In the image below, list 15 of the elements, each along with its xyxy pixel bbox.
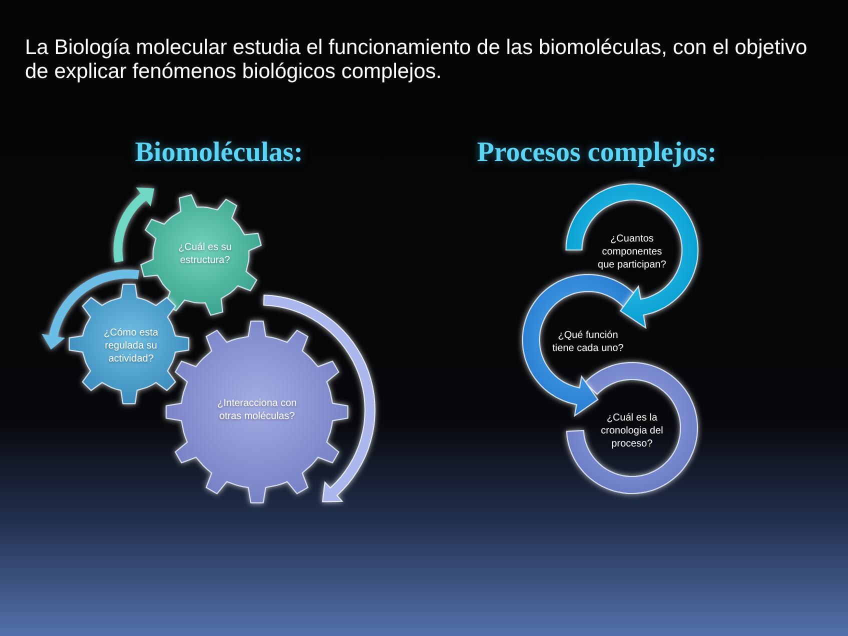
curved-arrow (114, 188, 154, 262)
gear-label: ¿Cuál es su estructura? (177, 241, 233, 267)
circular-arrow-shape (565, 183, 699, 329)
circular-arrow-shape (565, 361, 699, 495)
gear-shape (165, 320, 349, 504)
gear-shape (68, 283, 190, 405)
ring-label: ¿Cuál es la cronologia del proceso? (600, 412, 664, 450)
gear-label: ¿Cómo esta regulada su actividad? (102, 326, 160, 366)
ring-label: ¿Cuantos componentes que participan? (596, 232, 668, 272)
section-heading: Procesos complejos: (477, 136, 717, 170)
gear-label: ¿Interacciona con otras moléculas? (216, 397, 298, 423)
gear-shape (139, 193, 263, 317)
ring-label: ¿Qué función tiene cada uno? (551, 329, 625, 355)
section-heading: Biomoléculas: (135, 136, 303, 170)
intro-paragraph: La Biología molecular estudia el funcionamiento de las biomoléculas, con el objetivo de explicar fenómenos biológicos complejos. (25, 36, 808, 84)
